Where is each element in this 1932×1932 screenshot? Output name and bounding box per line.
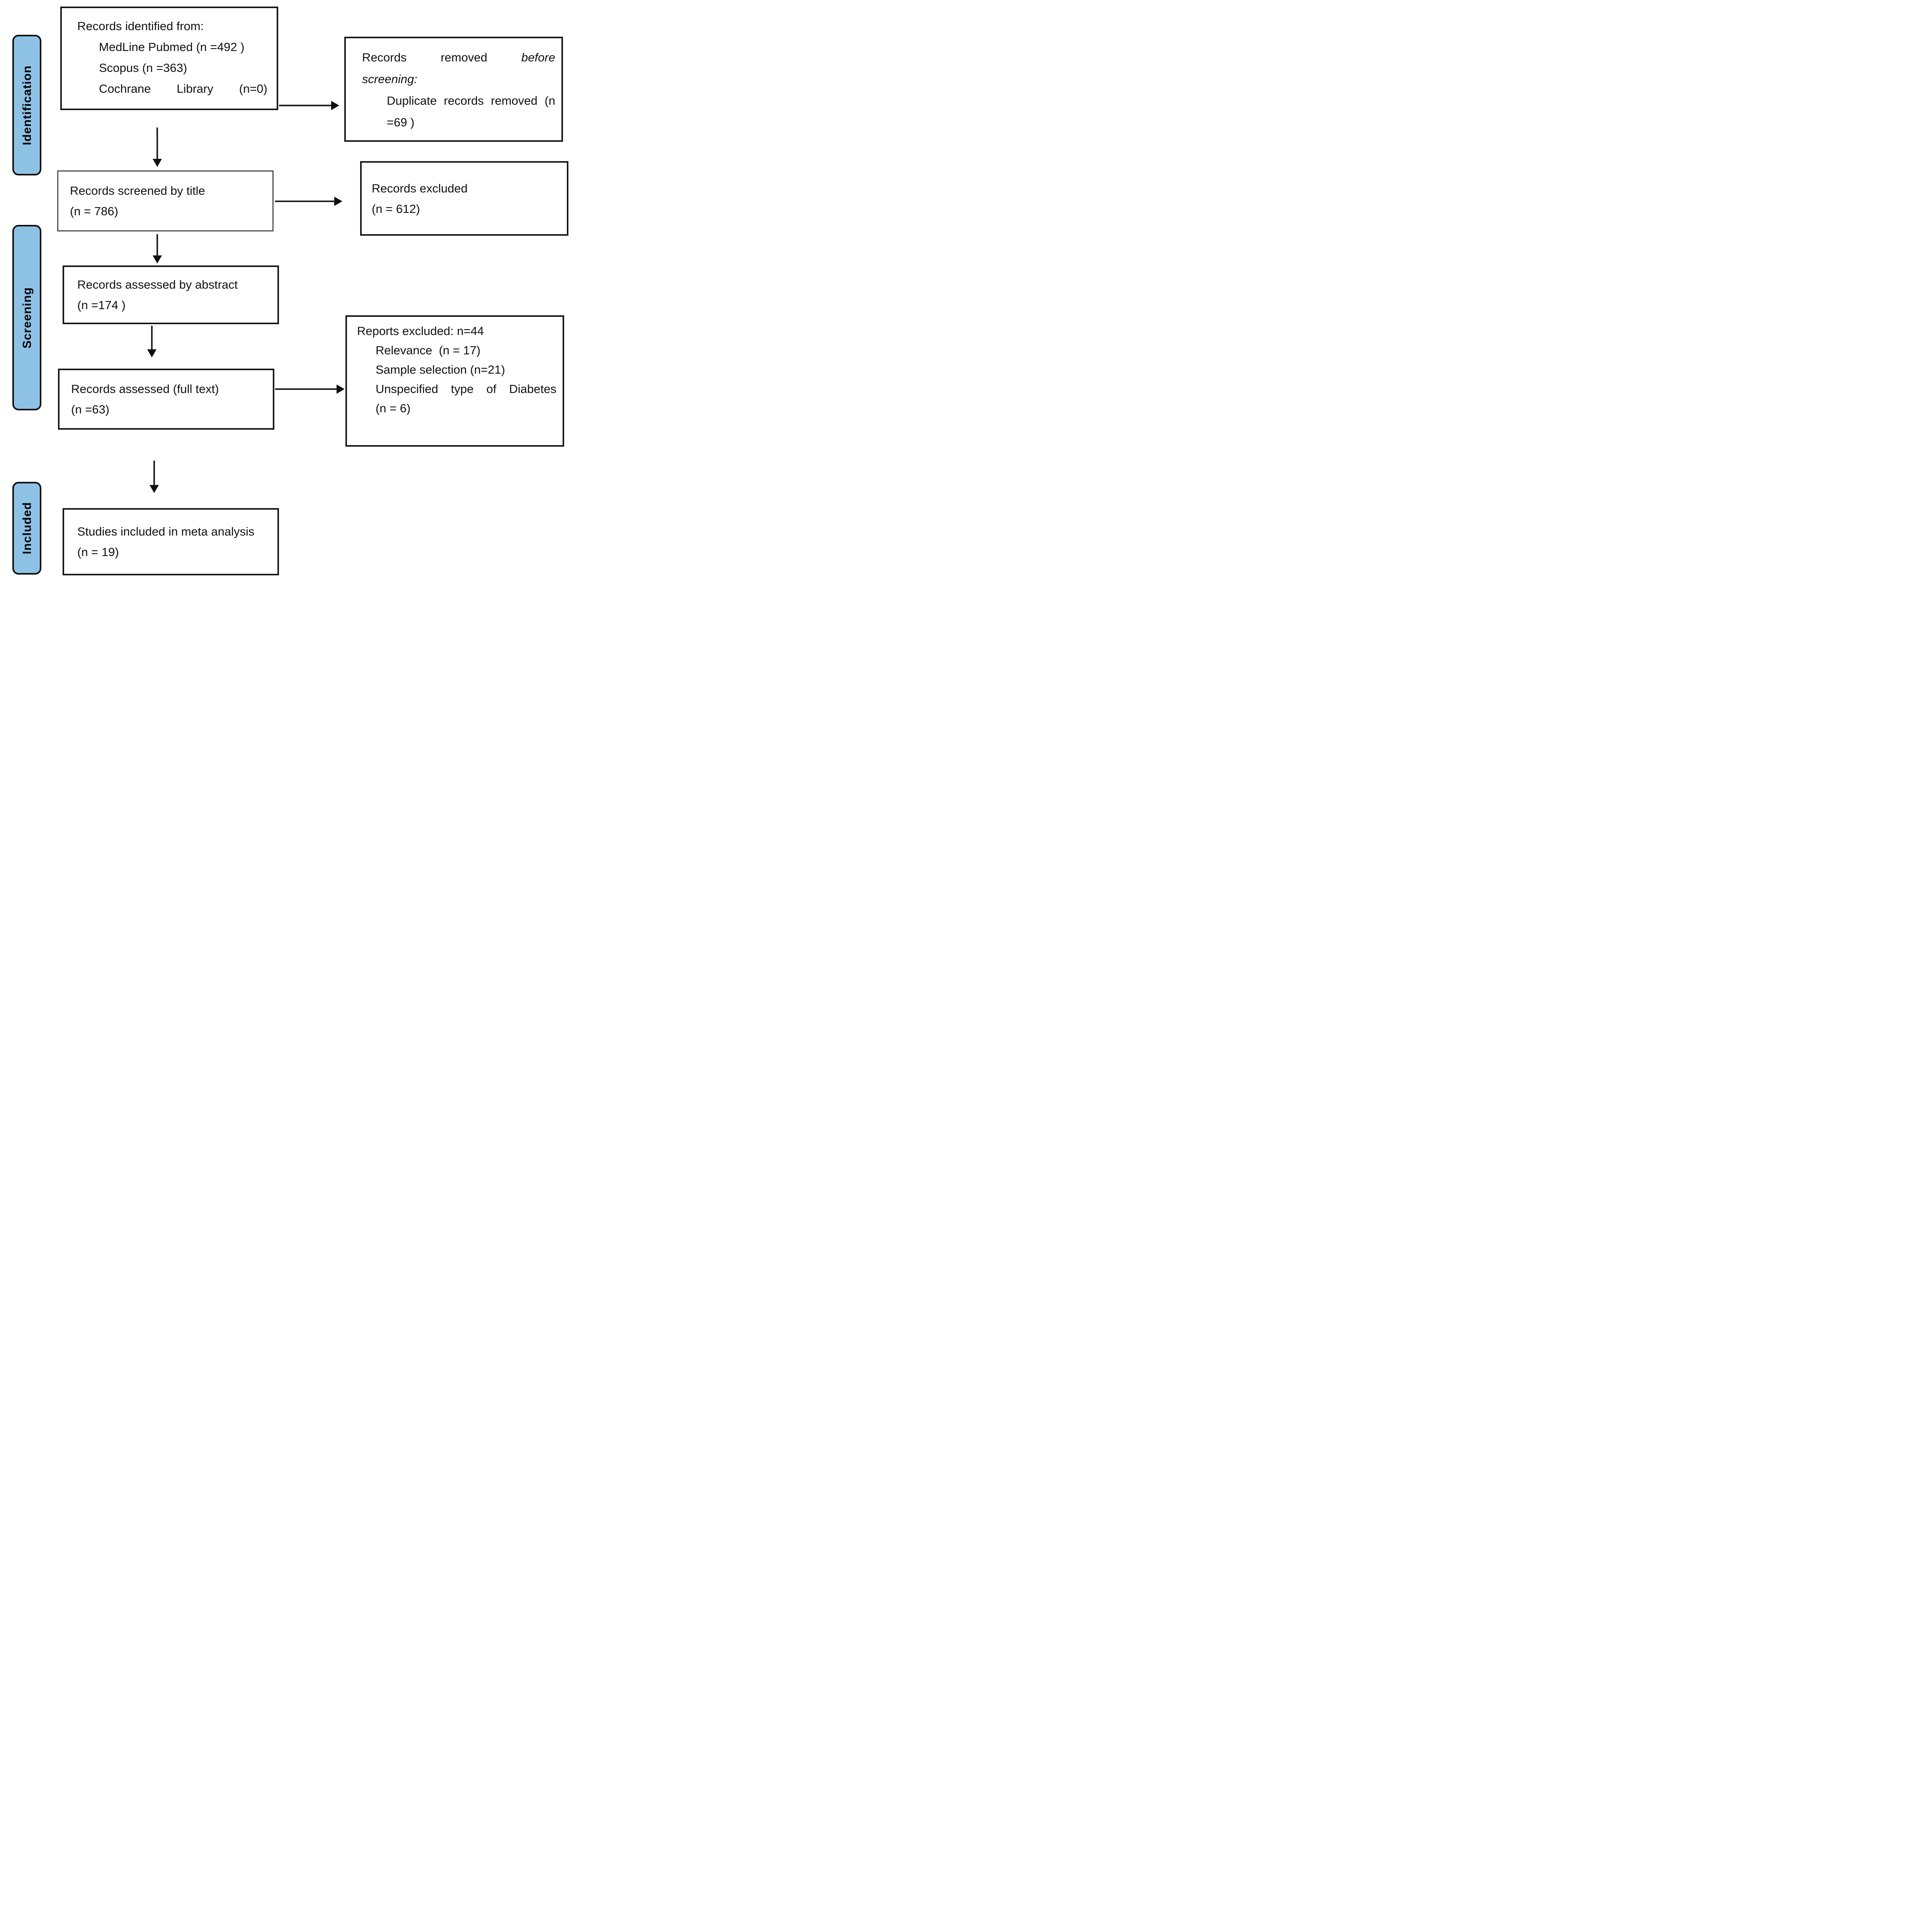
arrowhead-right-icon	[334, 197, 342, 206]
records-excluded-box: Records excluded (n = 612)	[360, 161, 568, 236]
duplicate-records-count: =69 )	[387, 116, 415, 129]
stage-label-screening: Screening	[20, 287, 34, 349]
studies-included-box: Studies included in meta analysis (n = 1…	[63, 508, 279, 575]
excluded-count: (n = 612)	[372, 202, 420, 216]
reason-unspecified-count: (n = 6)	[376, 401, 411, 415]
stage-included: Included	[12, 482, 41, 575]
records-assessed-by-abstract-box: Records assessed by abstract (n =174 )	[63, 265, 279, 324]
records-identified-box: Records identified from: MedLine Pubmed …	[60, 7, 278, 110]
removed-title-line2: screening:	[362, 72, 418, 86]
source-scopus: Scopus (n =363)	[99, 61, 187, 75]
arrow-screened-to-abstract	[152, 234, 162, 264]
reason-relevance: Relevance (n = 17)	[376, 344, 481, 357]
arrow-abstract-to-fulltext	[147, 326, 157, 357]
stage-identification: Identification	[12, 35, 41, 175]
arrow-screened-to-excluded	[275, 196, 342, 206]
arrowhead-right-icon	[331, 101, 339, 110]
screened-text: Records screened by title	[70, 184, 205, 197]
abstract-count: (n =174 )	[77, 298, 126, 312]
arrow-fulltext-to-included	[149, 461, 159, 493]
prisma-flow-diagram: Identification Screening Included Record…	[0, 0, 582, 589]
arrow-fulltext-to-reports-excluded	[275, 384, 345, 394]
fulltext-count: (n =63)	[71, 403, 110, 416]
excluded-text: Records excluded	[372, 181, 468, 195]
arrowhead-down-icon	[147, 349, 156, 357]
reason-sample-selection: Sample selection (n=21)	[376, 363, 505, 376]
arrow-identified-to-removed	[279, 100, 339, 111]
abstract-text: Records assessed by abstract	[77, 278, 238, 291]
arrowhead-down-icon	[153, 255, 162, 264]
stage-label-included: Included	[20, 502, 34, 554]
removed-title-line1: Records removed before	[362, 51, 555, 64]
arrow-identified-to-screened	[152, 128, 162, 167]
duplicate-records-line: Duplicate records removed (n	[387, 94, 555, 107]
screened-count: (n = 786)	[70, 204, 118, 218]
included-count: (n = 19)	[77, 545, 119, 559]
box-title: Records identified from:	[77, 19, 204, 33]
reports-title: Reports excluded: n=44	[357, 324, 484, 338]
reports-excluded-box: Reports excluded: n=44 Relevance (n = 17…	[345, 315, 564, 447]
records-removed-before-screening-box: Records removed before screening: Duplic…	[344, 37, 563, 142]
included-text: Studies included in meta analysis	[77, 525, 255, 538]
arrowhead-down-icon	[150, 485, 159, 493]
stage-label-identification: Identification	[20, 65, 34, 145]
reason-unspecified-diabetes: Unspecified type of Diabetes	[376, 382, 556, 396]
arrowhead-right-icon	[337, 384, 345, 394]
source-medline: MedLine Pubmed (n =492 )	[99, 40, 245, 54]
fulltext-text: Records assessed (full text)	[71, 382, 219, 396]
source-cochrane: Cochrane Library (n=0)	[99, 82, 267, 95]
stage-screening: Screening	[12, 225, 41, 410]
arrowhead-down-icon	[153, 159, 162, 167]
records-screened-by-title-box: Records screened by title (n = 786)	[57, 170, 274, 231]
records-assessed-fulltext-box: Records assessed (full text) (n =63)	[58, 369, 274, 430]
